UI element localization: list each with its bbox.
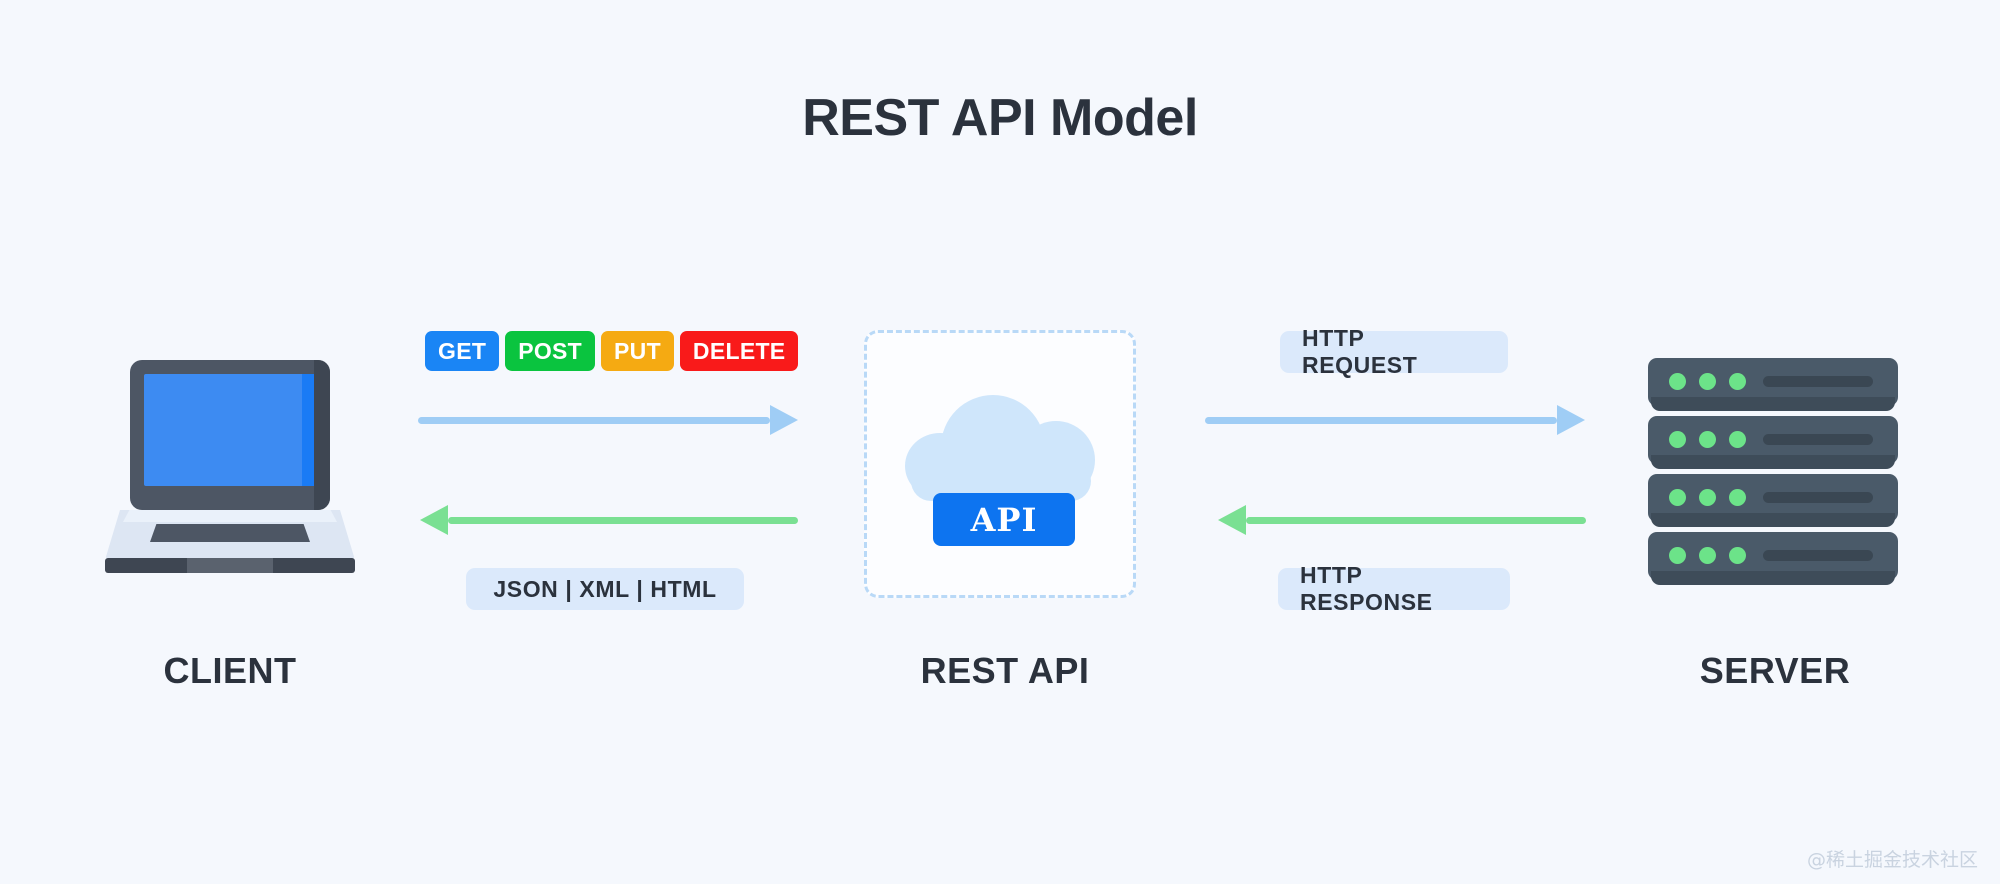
rack-shadow: [1651, 571, 1895, 585]
rack-shadow: [1651, 455, 1895, 469]
http-response-pill: HTTP RESPONSE: [1278, 562, 1510, 615]
laptop-screen-edge: [302, 374, 316, 486]
method-badge-delete[interactable]: DELETE: [679, 331, 799, 371]
server-rack-icon: [1648, 358, 1898, 585]
server-rack-unit: [1648, 416, 1898, 469]
http-request-pill: HTTP REQUEST: [1280, 325, 1508, 378]
server-led: [1729, 431, 1746, 448]
arrow-shaft: [418, 417, 770, 424]
server-led: [1669, 431, 1686, 448]
server-led: [1729, 373, 1746, 390]
client-response-formats-pill: JSON | XML | HTML: [466, 568, 744, 610]
server-led: [1699, 489, 1716, 506]
laptop-base-highlight: [123, 510, 337, 522]
laptop-screen: [144, 374, 316, 486]
server-label: SERVER: [1699, 650, 1851, 691]
cloud-icon: [905, 395, 1105, 503]
server-led: [1699, 547, 1716, 564]
server-slot: [1763, 550, 1873, 561]
server-led: [1699, 431, 1716, 448]
server-slot: [1763, 492, 1873, 503]
laptop-foot-notch: [187, 558, 273, 573]
server-led: [1699, 373, 1716, 390]
server-slot: [1763, 434, 1873, 445]
laptop-icon: [105, 360, 355, 575]
method-badge-put[interactable]: PUT: [601, 331, 674, 371]
arrow-head: [1557, 405, 1585, 435]
arrow-api-to-client: [420, 505, 798, 535]
server-led: [1729, 489, 1746, 506]
server-rack-unit: [1648, 358, 1898, 411]
rest-api-box: API: [864, 330, 1136, 598]
method-badge-get[interactable]: GET: [425, 331, 500, 371]
server-led: [1669, 489, 1686, 506]
arrow-client-to-api: [418, 405, 798, 435]
rest-api-label: REST API: [920, 650, 1090, 691]
watermark: @稀土掘金技术社区: [1806, 849, 1978, 871]
arrow-head: [770, 405, 798, 435]
arrow-server-to-api: [1218, 505, 1586, 535]
server-rack-unit: [1648, 474, 1898, 527]
server-rack-unit: [1648, 532, 1898, 585]
rack-shadow: [1651, 397, 1895, 411]
arrow-shaft: [1246, 517, 1586, 524]
laptop-lid-shadow: [314, 360, 330, 510]
laptop-keyboard: [150, 524, 310, 542]
arrow-shaft: [448, 517, 798, 524]
arrow-head: [1218, 505, 1246, 535]
client-label: CLIENT: [163, 650, 297, 691]
server-slot: [1763, 376, 1873, 387]
server-led: [1729, 547, 1746, 564]
arrow-shaft: [1205, 417, 1557, 424]
server-led: [1669, 547, 1686, 564]
method-badge-post[interactable]: POST: [505, 331, 596, 371]
arrow-head: [420, 505, 448, 535]
arrow-api-to-server: [1205, 405, 1585, 435]
http-method-badges: GET POST PUT DELETE: [425, 331, 799, 371]
laptop-lid: [130, 360, 330, 510]
page-title: REST API Model: [802, 89, 1198, 147]
rack-shadow: [1651, 513, 1895, 527]
server-led: [1669, 373, 1686, 390]
api-chip-label: API: [933, 493, 1075, 546]
